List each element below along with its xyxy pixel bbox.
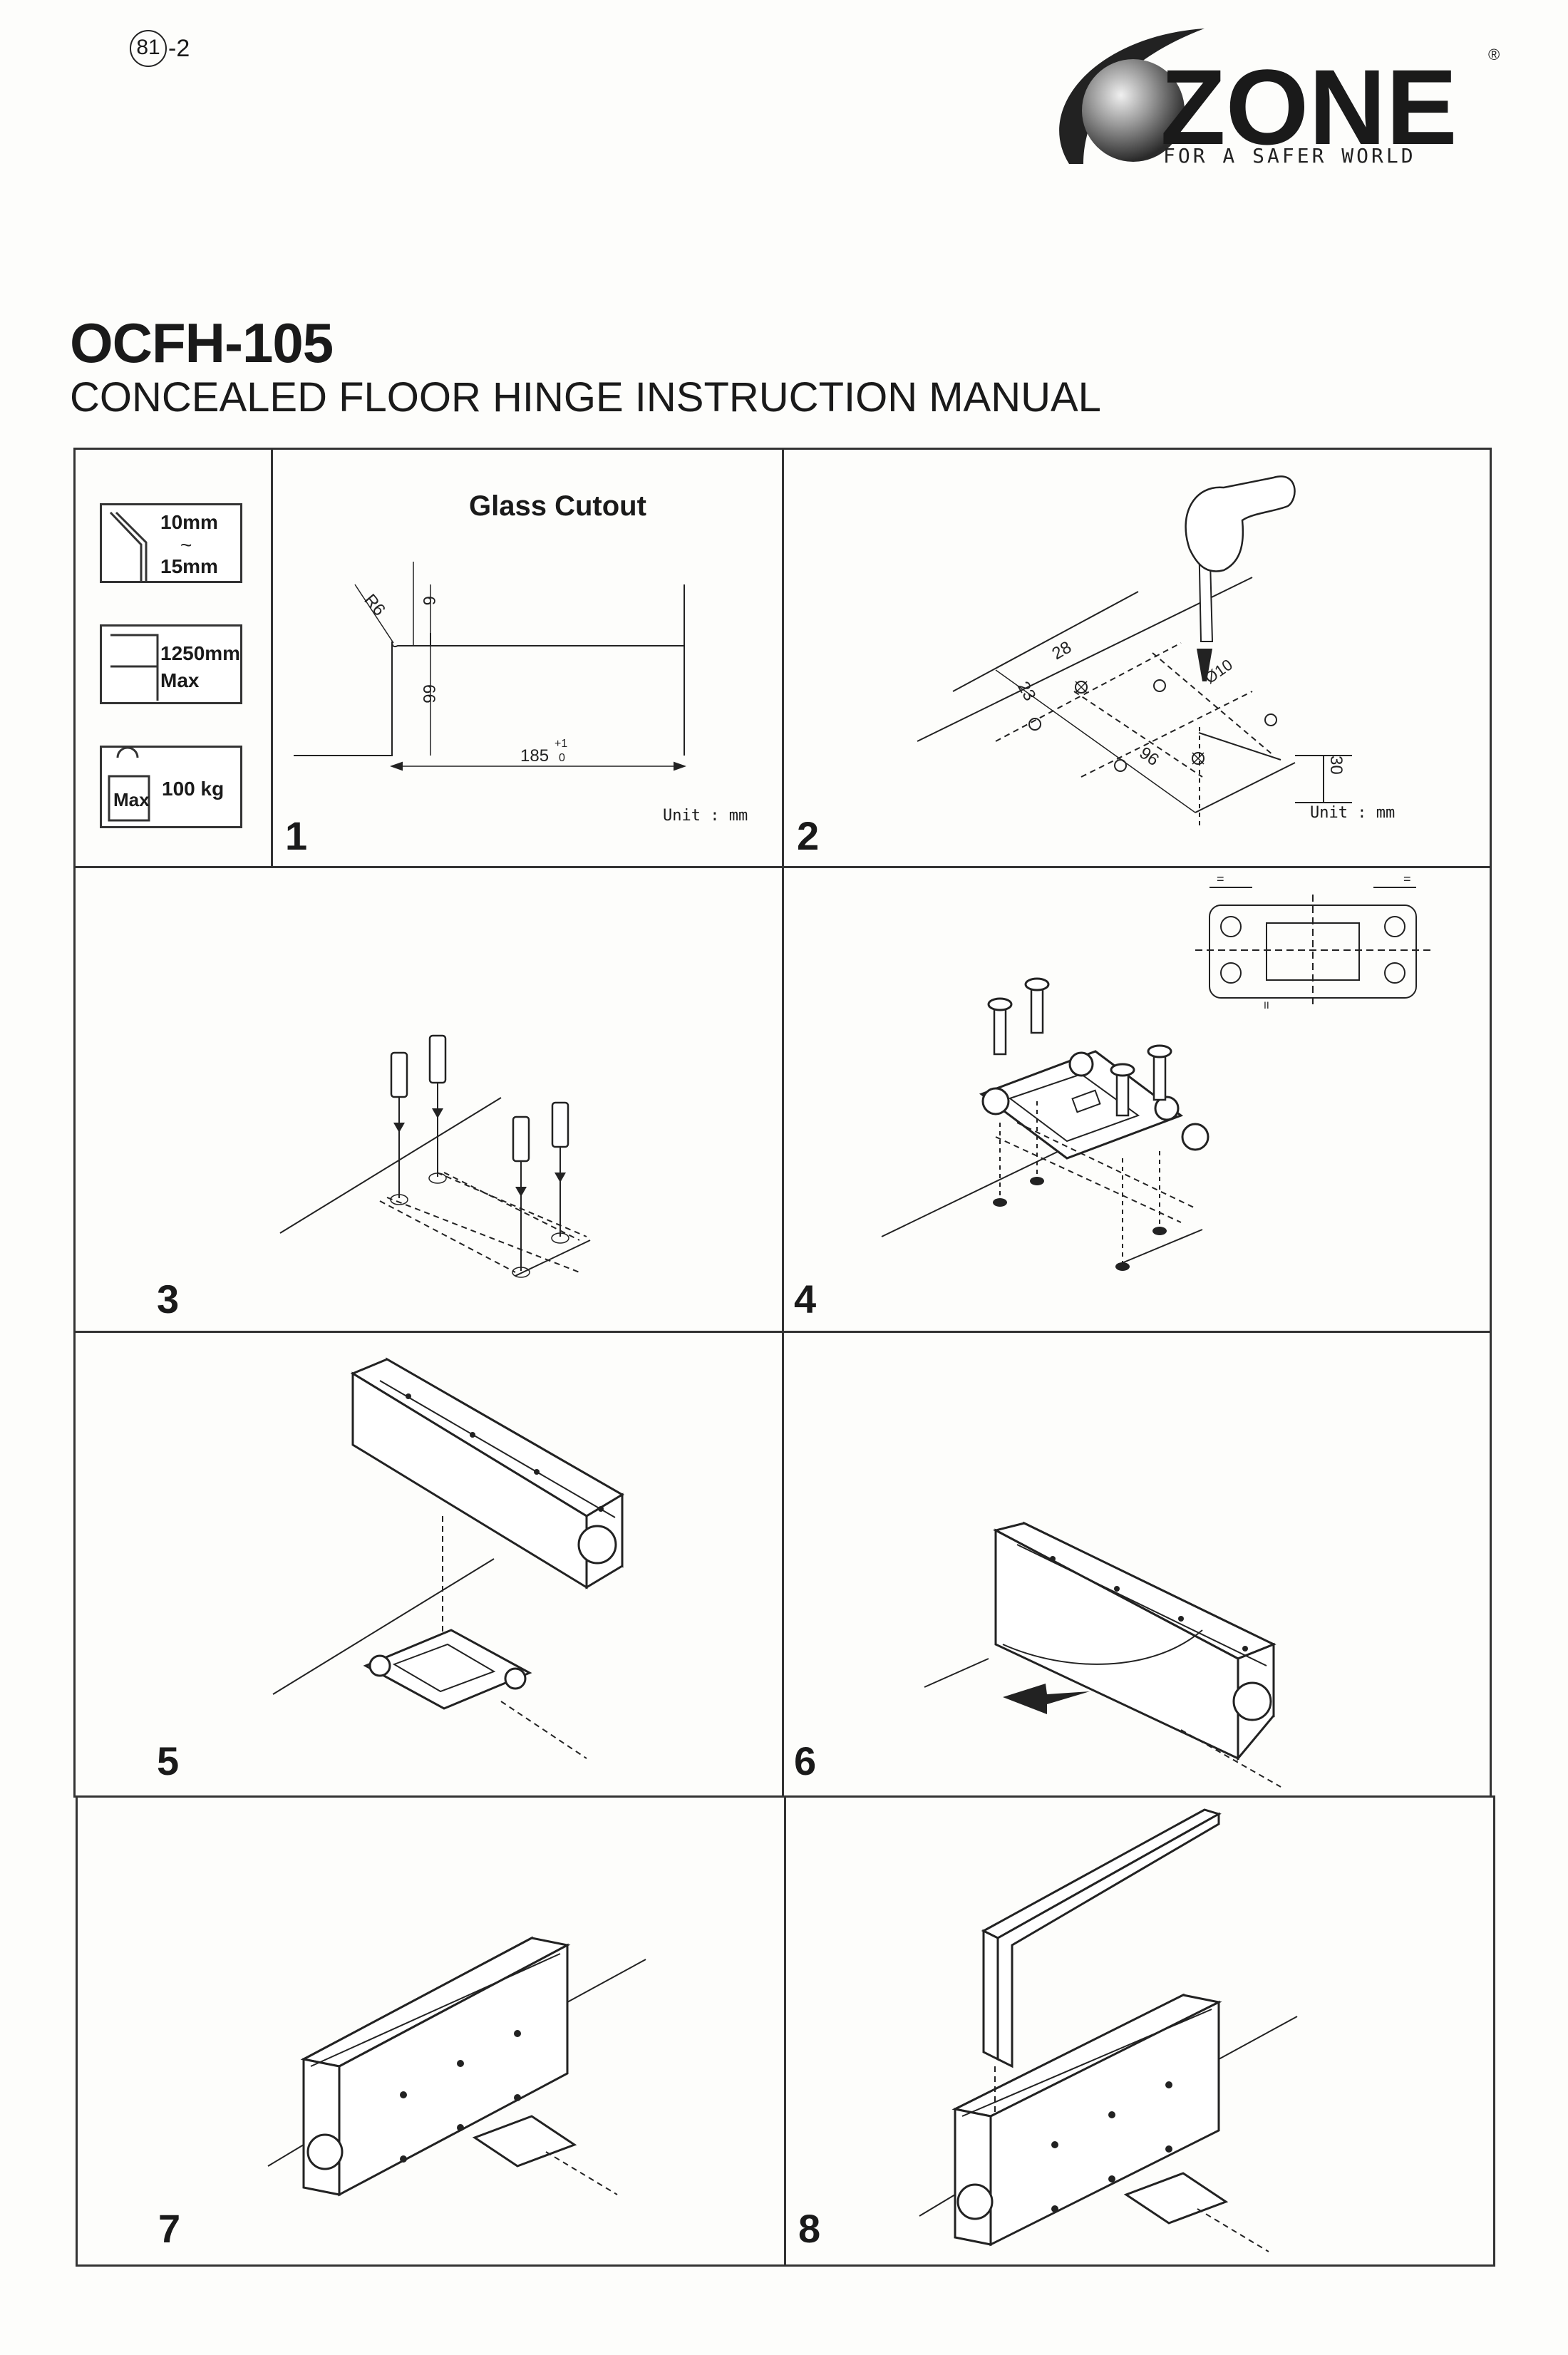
dim-28: 28 [1049,637,1076,664]
step-8-number: 8 [798,2206,821,2251]
step-3-number: 3 [157,1277,180,1321]
step-1-unit: Unit : mm [663,807,748,825]
ozone-logo-mark: ZONE ® FOR A SAFER WORLD [1059,29,1500,168]
hinge-lowering-drawing [73,1331,784,1798]
glass-thickness-max: 15mm [160,555,218,577]
max-weight-badge: Max [113,789,150,810]
tagline: FOR A SAFER WORLD [1163,144,1416,168]
dim-23: 23 [1013,679,1040,705]
step-7-number: 7 [158,2206,181,2251]
brand-text: ZONE [1160,47,1458,167]
step-1-number: 1 [285,813,308,858]
spec-max-width: 1250mm Max [100,624,242,704]
dim-depth: 30 [1326,756,1346,775]
cover-cap-drawing [784,1795,1495,2267]
glass-thickness-min: 10mm [160,511,218,533]
dim-tol-plus: +1 [555,738,567,750]
step-2-number: 2 [797,813,820,858]
max-weight-value: 100 kg [162,778,225,800]
step-2-unit: Unit : mm [1310,804,1396,822]
step-6-number: 6 [794,1738,817,1783]
detail-parallel: II [1264,999,1269,1011]
dim-radius: R6 [360,591,388,620]
glass-cutout-heading: Glass Cutout [469,490,646,522]
dim-top: 6 [419,596,438,605]
page-reference: 81 -2 [130,30,190,67]
glass-edge-icon [102,505,244,585]
door-width-icon [102,627,244,706]
max-width-value: 1250mm [160,642,241,664]
hinge-rotation-drawing [782,1331,1492,1798]
step-5-number: 5 [157,1738,180,1783]
dim-height: 66 [419,684,438,704]
dim-tol-minus: 0 [559,752,565,764]
page-ref-circled: 81 [130,30,167,67]
step-4-number: 4 [794,1277,817,1321]
dim-width: 185 [520,746,549,766]
max-width-label: Max [160,669,200,691]
drilling-drawing: 23 28 96 Ø10 30 [782,456,1492,855]
weight-icon [102,748,244,830]
glass-cutout-drawing: R6 6 66 185 +1 0 [271,556,784,770]
baseplate-fixing-drawing: = = II [782,872,1492,1271]
page-ref-suffix: -2 [168,34,190,62]
spec-max-weight: Max 100 kg [100,746,242,828]
manual-subtitle: CONCEALED FLOOR HINGE INSTRUCTION MANUAL [70,374,1101,421]
detail-eq-left: = [1217,872,1224,886]
glass-closed-drawing [76,1795,786,2267]
step-8-panel [784,1795,1495,2267]
spec-glass-thickness: 10mm ~ 15mm [100,503,242,583]
registered-mark: ® [1488,46,1500,63]
anchor-insertion-drawing [73,866,784,1333]
ozone-logo: ZONE ® FOR A SAFER WORLD [1041,21,1511,185]
glass-thickness-tilde: ~ [180,534,192,556]
detail-eq-right: = [1403,872,1411,886]
model-title: OCFH-105 [70,311,334,374]
